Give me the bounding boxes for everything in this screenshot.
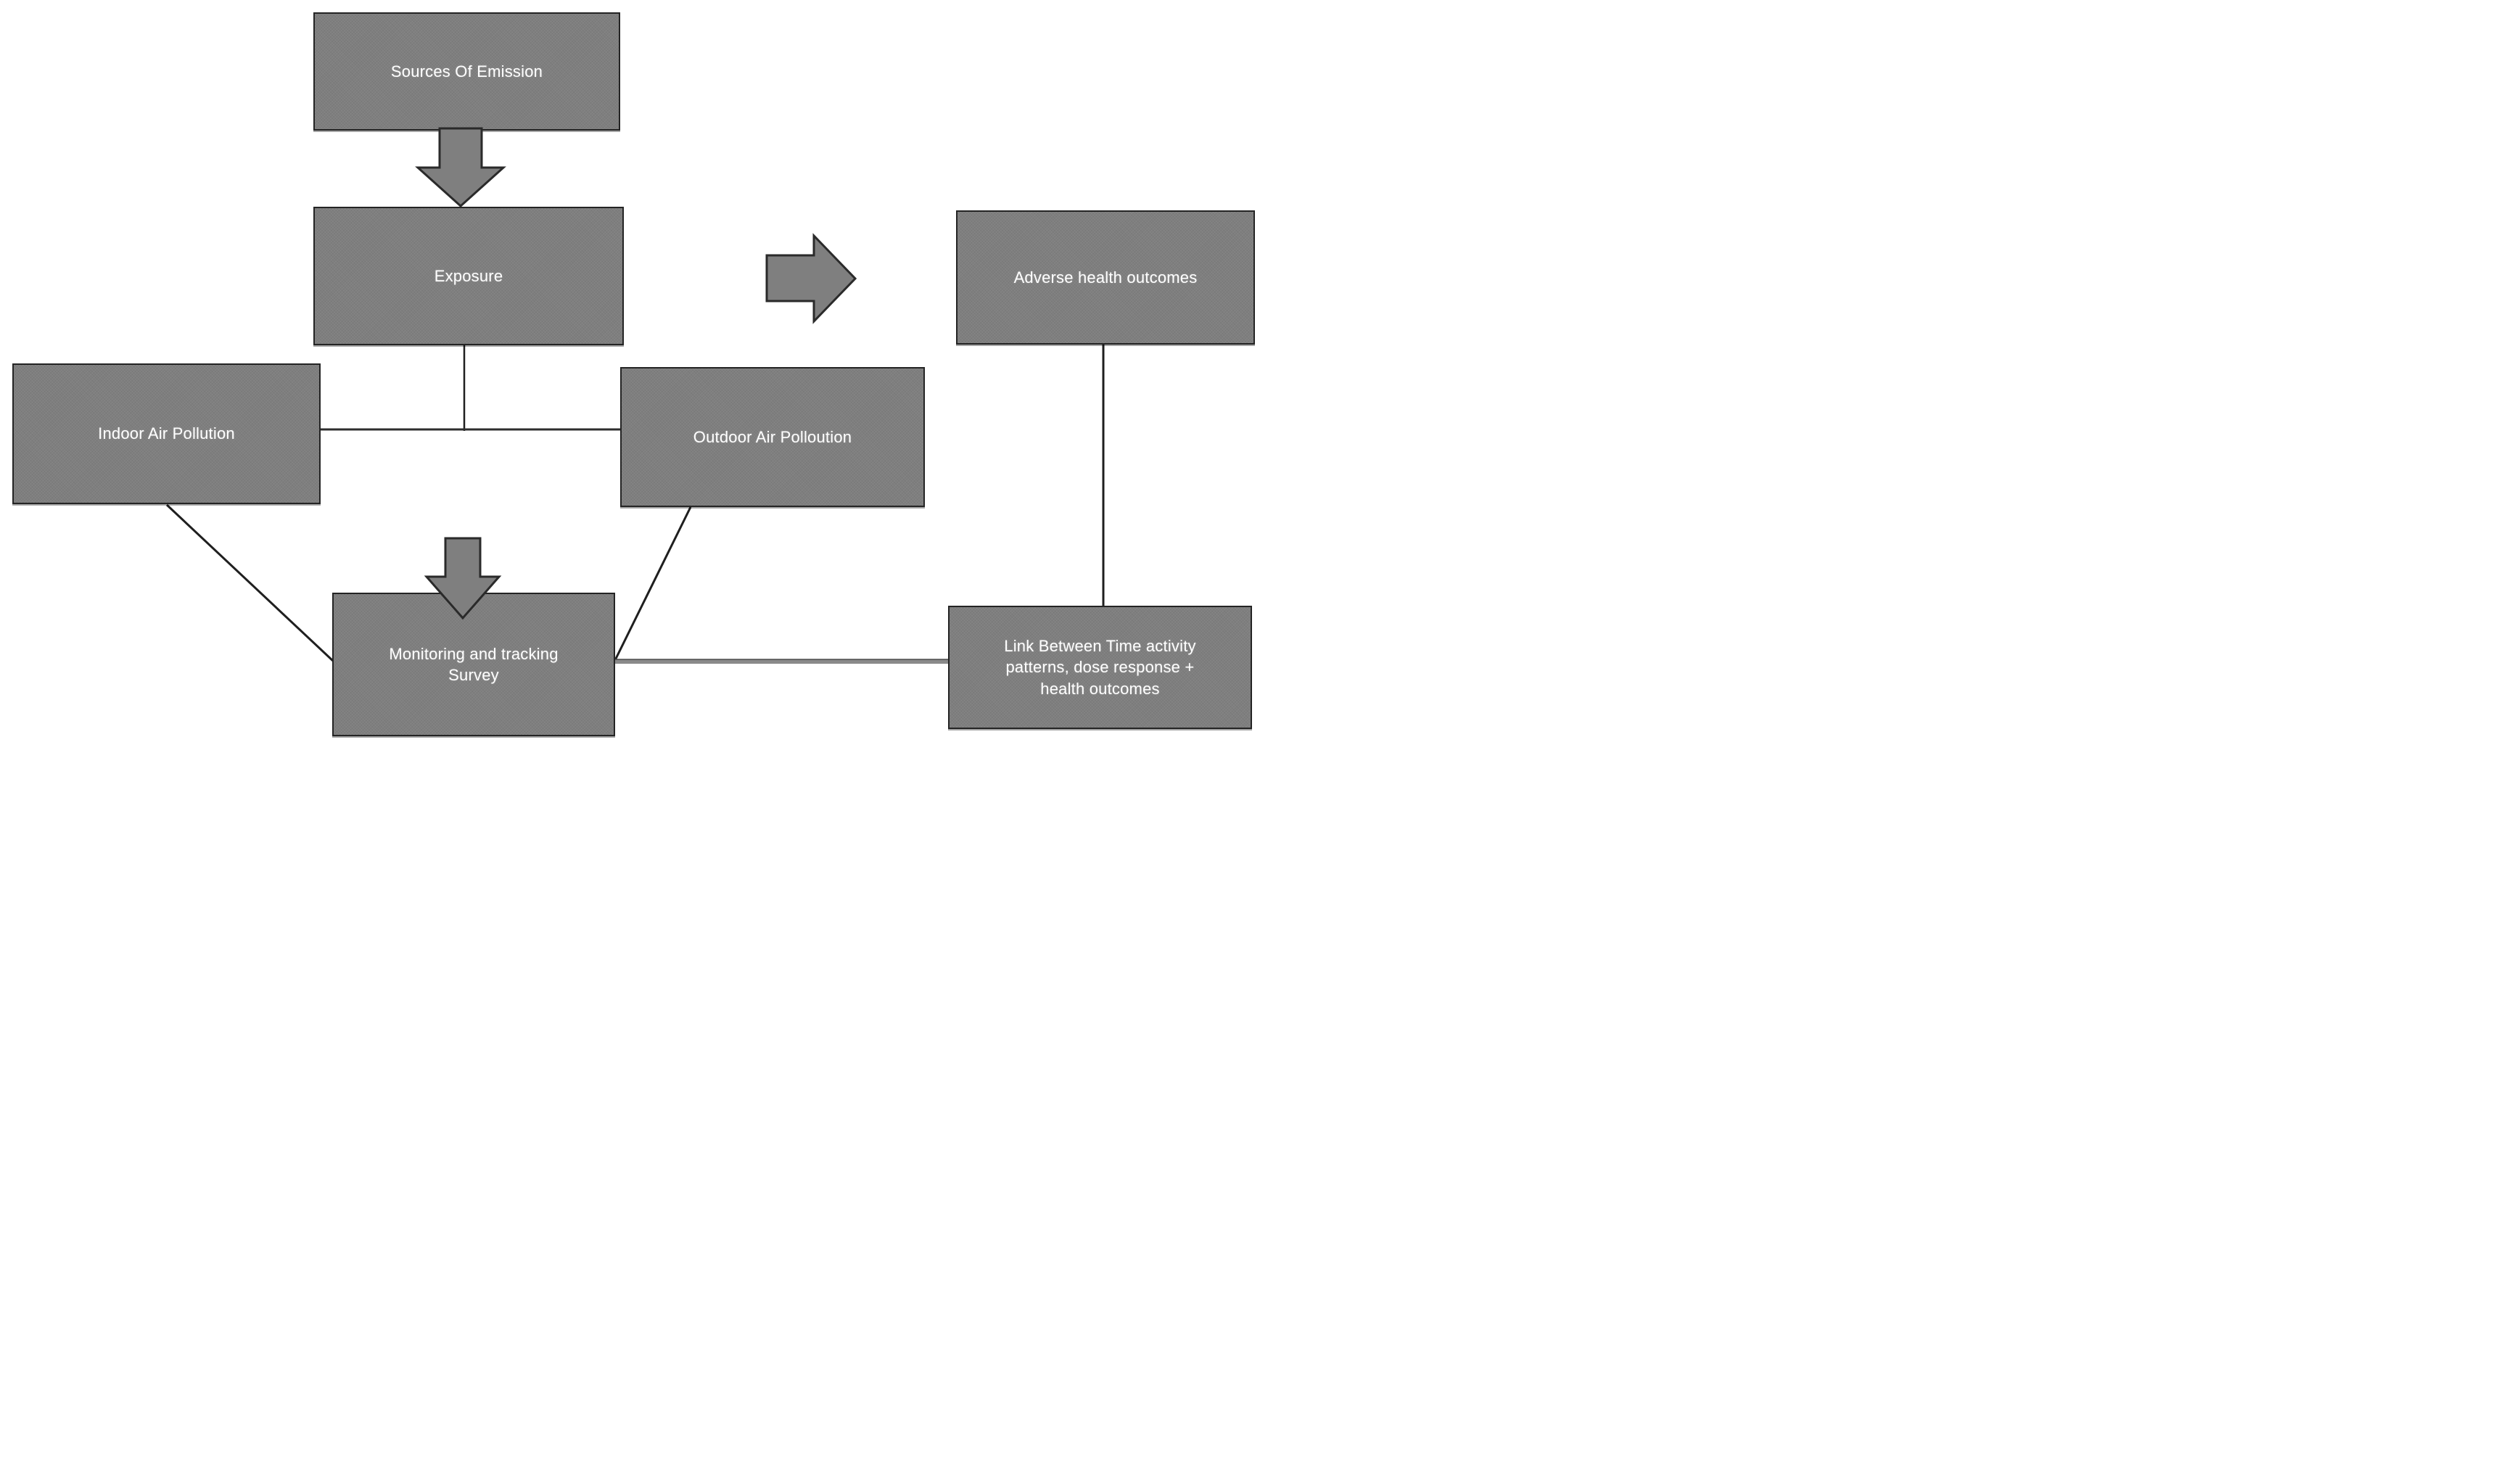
node-adverse-health-outcomes: Adverse health outcomes [956, 210, 1255, 345]
node-outdoor-air-pollution: Outdoor Air Polloution [620, 367, 925, 507]
node-monitoring-tracking-survey: Monitoring and tracking Survey [332, 593, 615, 736]
node-exposure: Exposure [313, 207, 624, 345]
node-adverse-health-outcomes-label: Adverse health outcomes [1013, 268, 1198, 287]
node-sources-of-emission: Sources Of Emission [313, 12, 620, 131]
node-indoor-air-pollution: Indoor Air Pollution [12, 363, 321, 504]
node-exposure-label: Exposure [434, 266, 503, 285]
connector-indoor-monitoring [165, 503, 334, 662]
flowchart-canvas: Sources Of Emission Exposure Adverse hea… [0, 0, 1260, 741]
block-arrow-down-sources-to-exposure [415, 127, 506, 208]
node-link-time-activity-patterns: Link Between Time activity patterns, dos… [948, 606, 1252, 729]
node-monitoring-tracking-survey-label: Monitoring and tracking Survey [389, 644, 559, 684]
block-arrow-right-to-adverse [765, 233, 857, 324]
connector-outdoor-monitoring [613, 506, 692, 662]
node-outdoor-air-pollution-label: Outdoor Air Polloution [693, 427, 852, 446]
node-indoor-air-pollution-label: Indoor Air Pollution [98, 424, 235, 443]
node-sources-of-emission-label: Sources Of Emission [390, 62, 543, 81]
node-link-time-activity-patterns-label: Link Between Time activity patterns, dos… [1004, 637, 1196, 698]
